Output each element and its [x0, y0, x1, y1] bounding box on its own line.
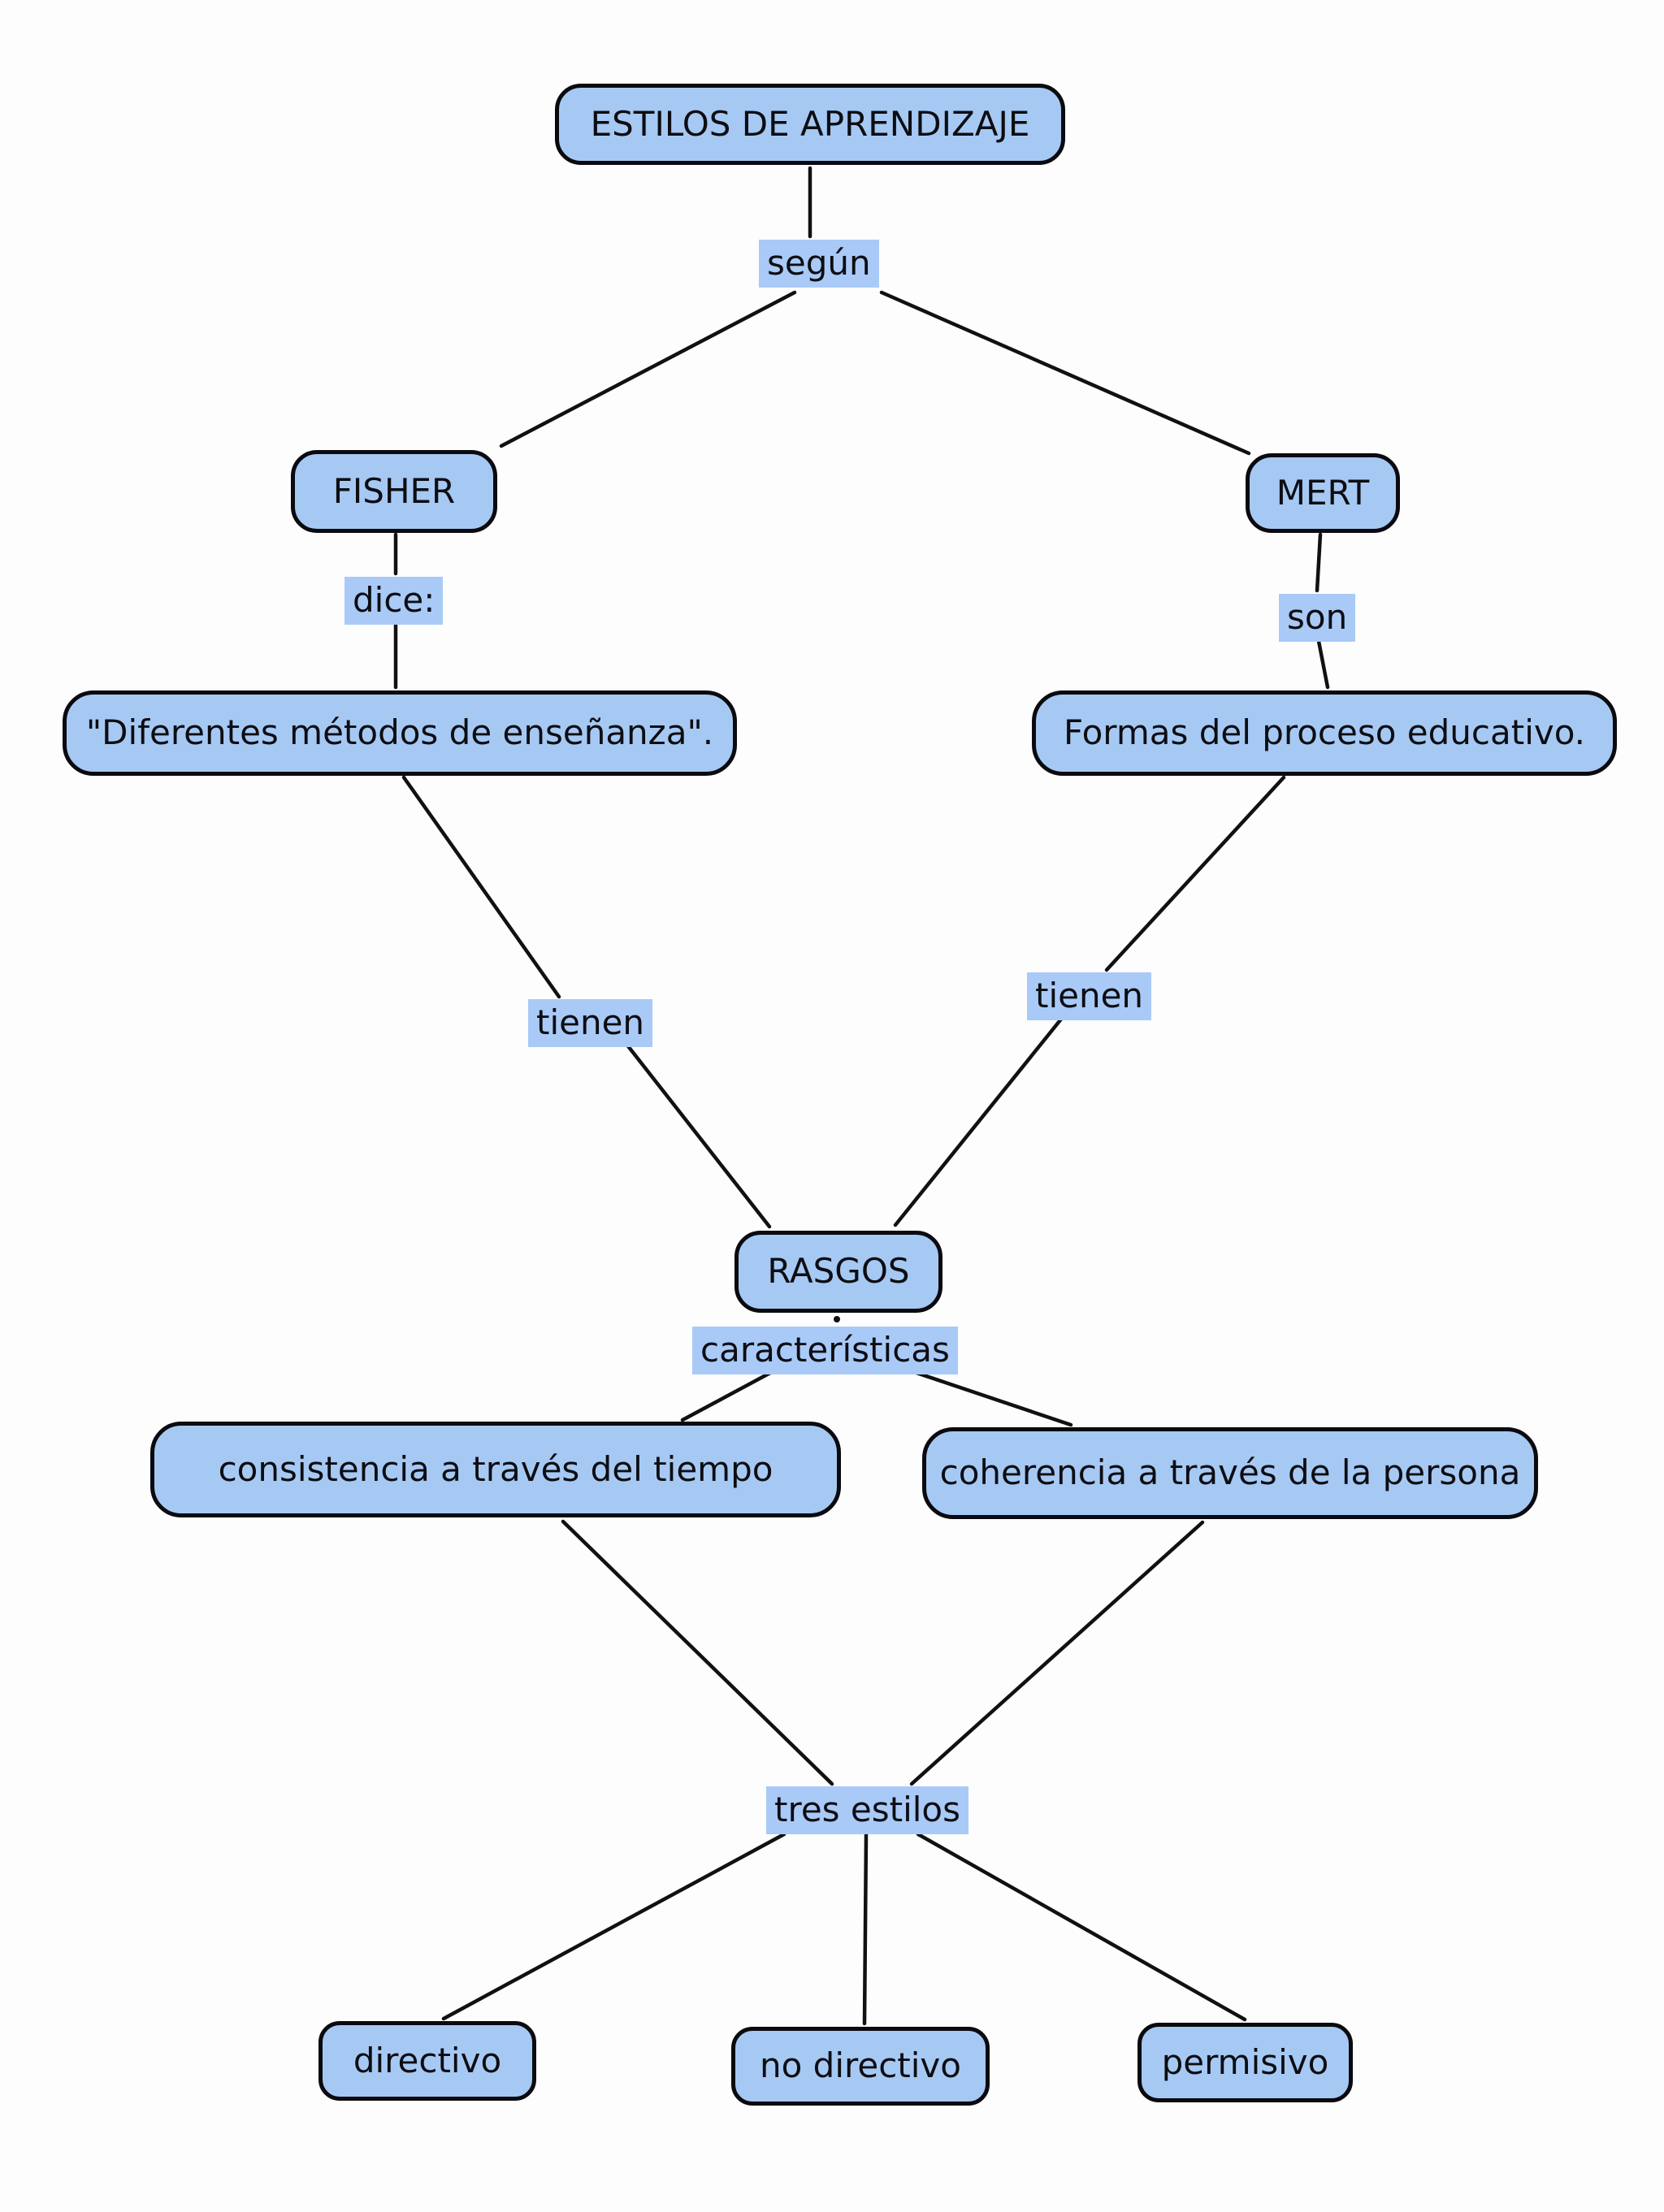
edge-tresestilos-directivo — [441, 1832, 786, 2021]
edge-son-mertdef — [1315, 630, 1330, 690]
edge-mertdef-tienen — [1104, 775, 1286, 972]
edge-segun-mert — [879, 290, 1251, 456]
edge-tresestilos-permisivo — [916, 1832, 1247, 2022]
edge-rasgos-caracteristicas — [834, 1316, 840, 1322]
edge-fisherdef-tienen — [401, 775, 561, 999]
edge-tienen-rasgos-left — [623, 1041, 772, 1229]
edge-tienen-rasgos-right — [893, 1015, 1065, 1227]
link-label-dice[interactable]: dice: — [344, 577, 444, 625]
concept-estilos-de-aprendizaje[interactable]: ESTILOS DE APRENDIZAJE — [555, 84, 1065, 165]
link-label-tienen-left[interactable]: tienen — [528, 999, 653, 1047]
edge-tresestilos-nodirectivo — [862, 1832, 869, 2026]
concept-mert[interactable]: MERT — [1246, 453, 1400, 533]
concept-mert-definition[interactable]: Formas del proceso educativo. — [1032, 690, 1617, 776]
concept-directivo[interactable]: directivo — [318, 2021, 536, 2101]
link-label-tres-estilos[interactable]: tres estilos — [766, 1786, 968, 1834]
link-label-segun[interactable]: según — [759, 240, 879, 288]
edge-caracteristicas-coherencia — [914, 1370, 1073, 1427]
edge-mert-son — [1315, 532, 1323, 593]
link-label-caracteristicas[interactable]: características — [692, 1327, 958, 1374]
concept-coherencia[interactable]: coherencia a través de la persona — [922, 1427, 1538, 1519]
concept-rasgos[interactable]: RASGOS — [734, 1231, 942, 1313]
concept-consistencia[interactable]: consistencia a través del tiempo — [150, 1422, 841, 1517]
concept-fisher-definition[interactable]: "Diferentes métodos de enseñanza". — [63, 690, 737, 776]
edge-caracteristicas-consistencia — [680, 1370, 773, 1422]
link-label-tienen-right[interactable]: tienen — [1027, 972, 1152, 1020]
link-label-son[interactable]: son — [1279, 594, 1356, 642]
concept-permisivo[interactable]: permisivo — [1138, 2023, 1353, 2102]
concept-no-directivo[interactable]: no directivo — [731, 2027, 990, 2106]
edge-coherencia-tresestilos — [909, 1520, 1205, 1786]
edge-consistencia-tresestilos — [561, 1519, 834, 1786]
edge-segun-fisher — [499, 290, 797, 448]
concept-fisher[interactable]: FISHER — [291, 450, 497, 533]
